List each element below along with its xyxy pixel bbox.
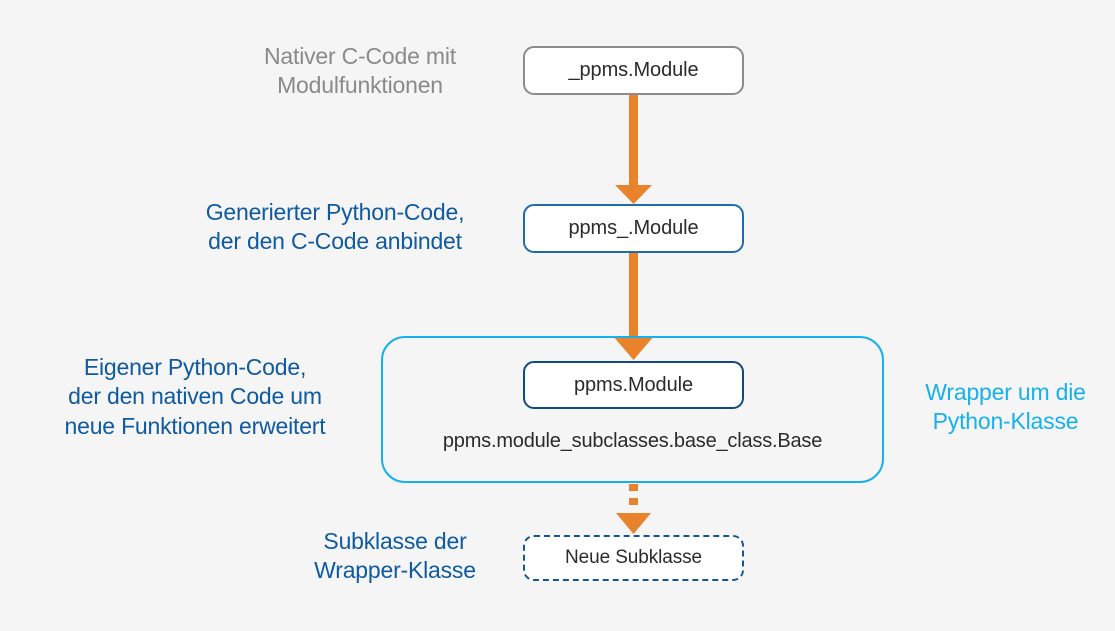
node-native-module[interactable]: _ppms.Module (523, 46, 744, 95)
label-generated-python-code: Generierter Python-Code, der den C-Code … (205, 199, 465, 255)
arrow-native-to-generated (615, 95, 652, 204)
arrow-wrapper-to-subclass (616, 484, 651, 534)
base-class-path-text: ppms.module_subclasses.base_class.Base (442, 430, 823, 452)
wrapper-group-box (381, 336, 884, 483)
label-subclass-of-wrapper: Subklasse der Wrapper-Klasse (314, 528, 476, 584)
label-native-c-code: Nativer C-Code mit Modulfunktionen (264, 43, 456, 99)
node-wrapper-module[interactable]: ppms.Module (523, 361, 744, 409)
node-generated-module[interactable]: ppms_.Module (523, 204, 744, 253)
label-wrapper-python-class: Wrapper um die Python-Klasse (925, 379, 1086, 435)
label-own-python-code: Eigener Python-Code, der den nativen Cod… (64, 354, 326, 439)
node-new-subclass[interactable]: Neue Subklasse (523, 535, 744, 581)
